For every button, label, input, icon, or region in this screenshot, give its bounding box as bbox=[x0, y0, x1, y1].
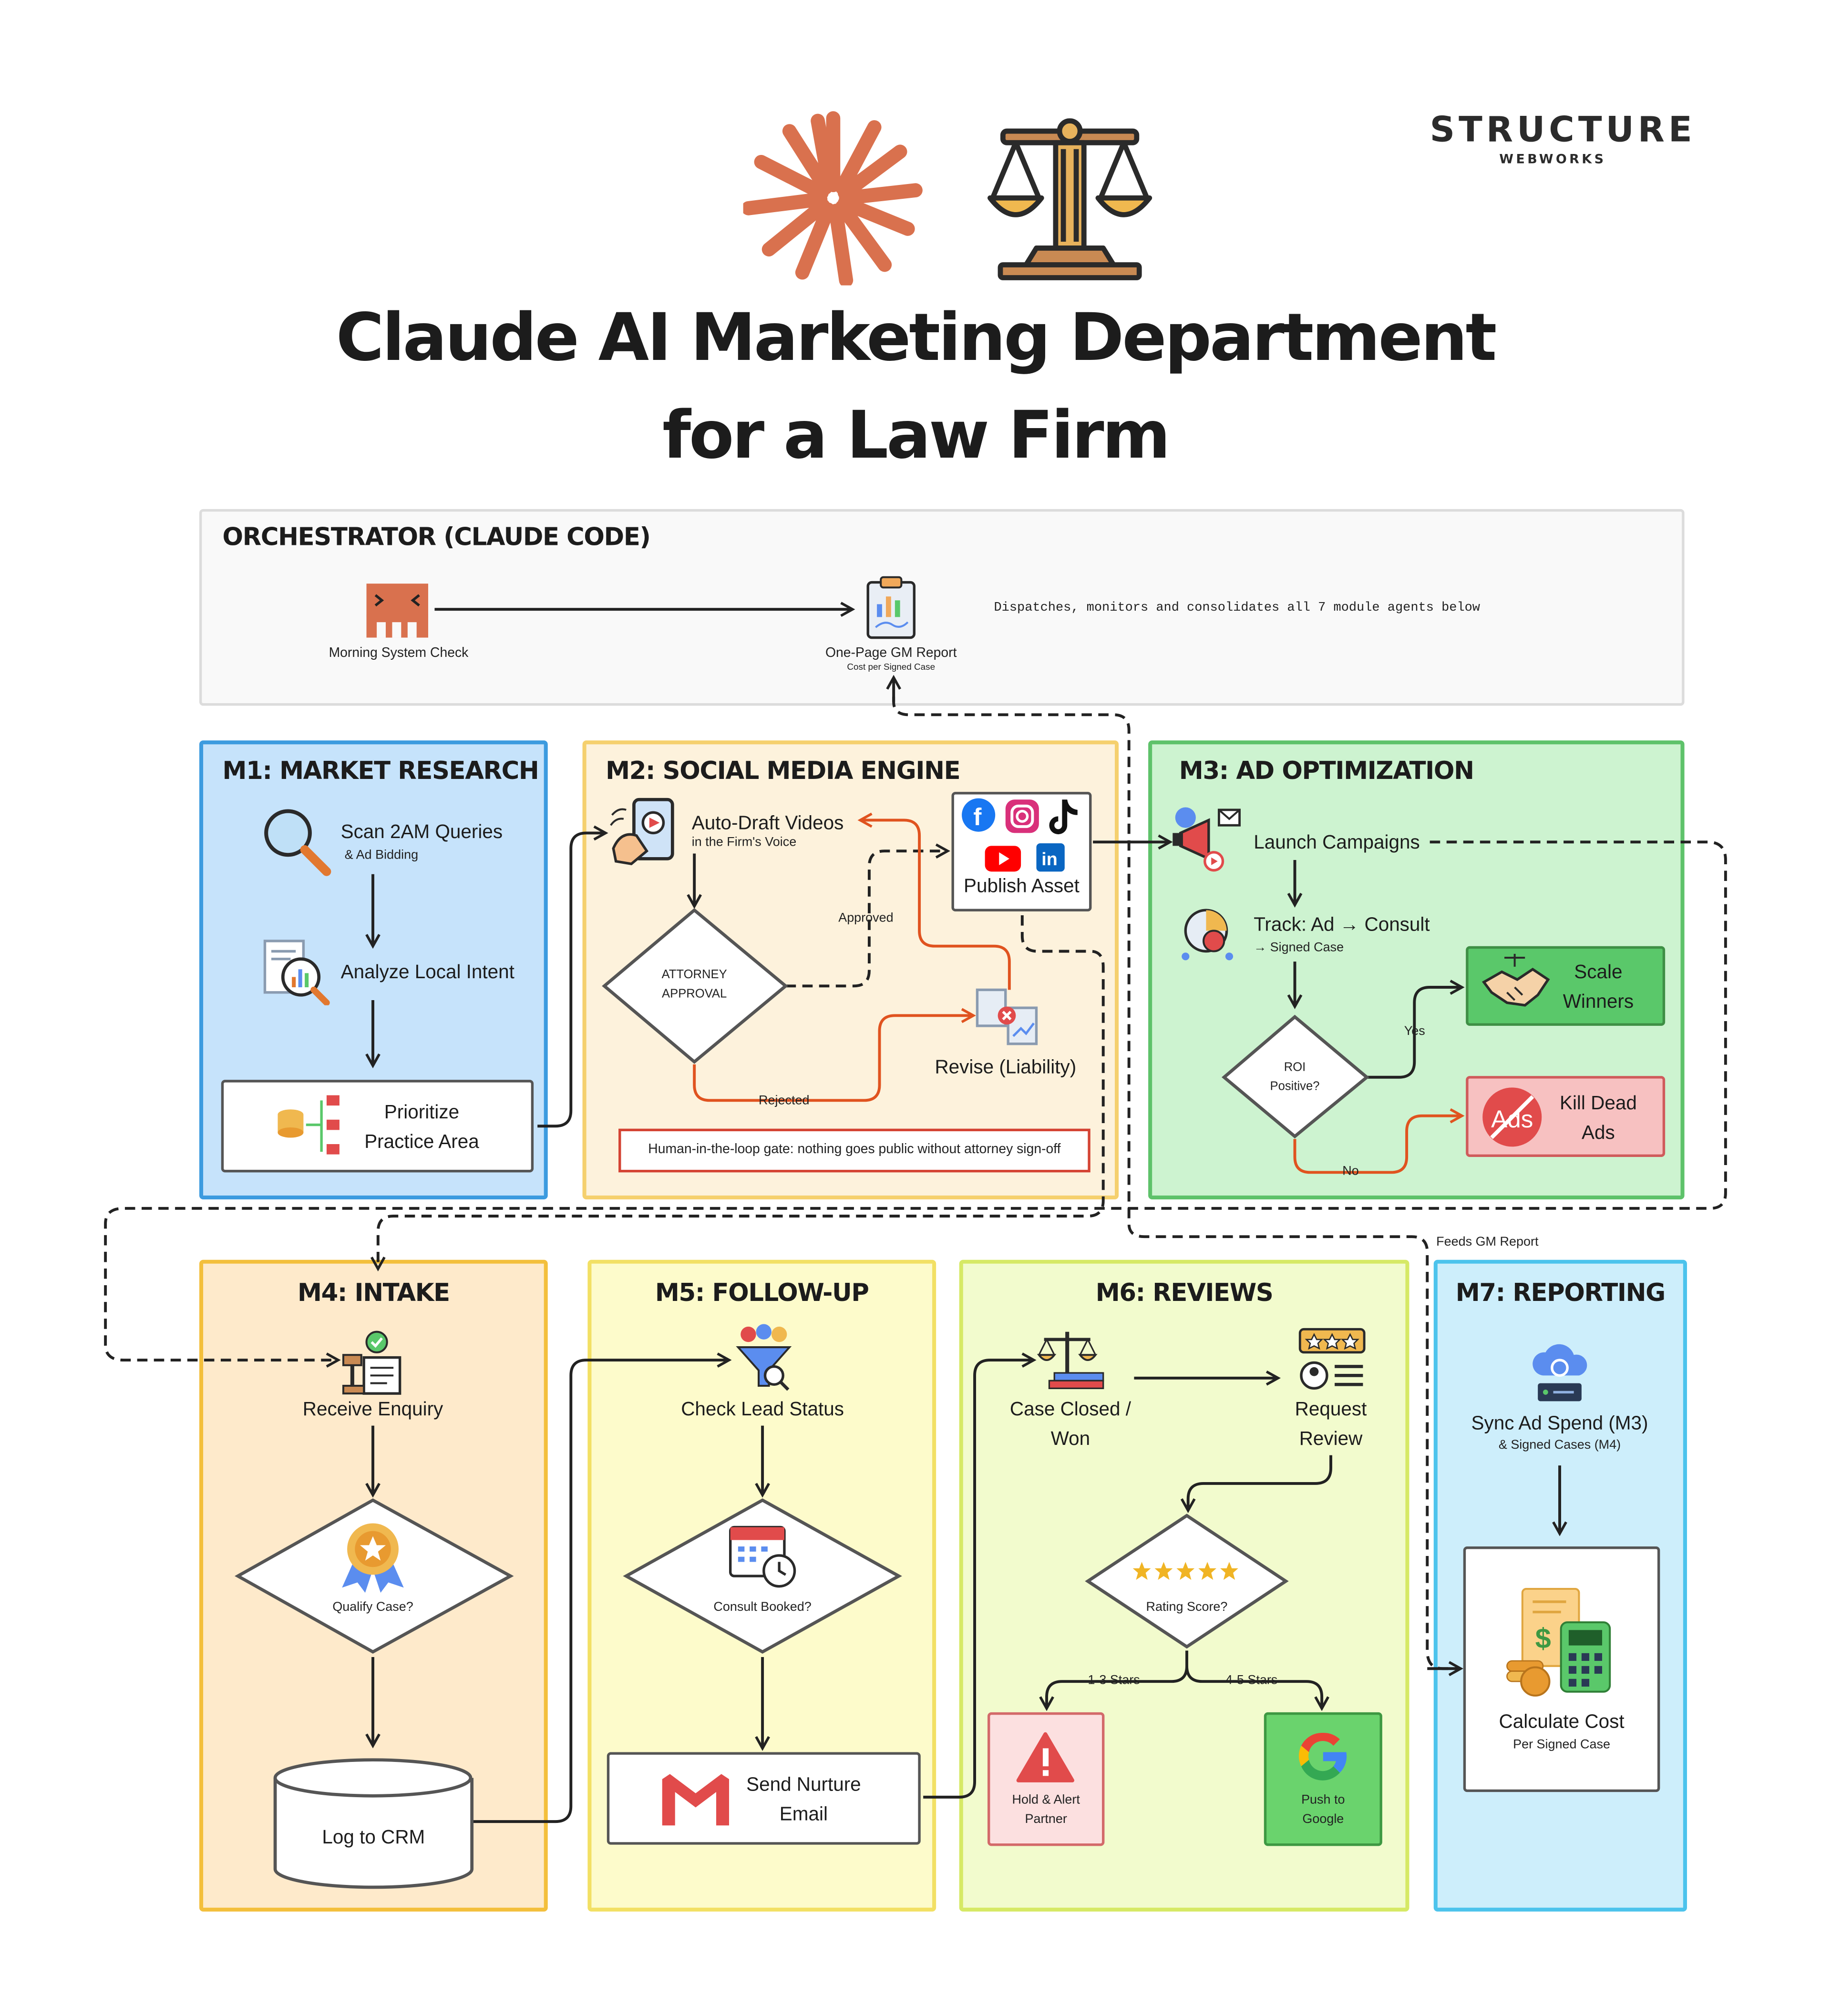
calculator-invoice-icon: $ bbox=[1506, 1588, 1611, 1697]
megaphone-icon bbox=[1173, 807, 1241, 872]
calendar-clock-icon bbox=[729, 1525, 796, 1588]
prioritize-label-1: Prioritize bbox=[384, 1102, 460, 1124]
scan-queries-label: Scan 2AM Queries bbox=[340, 821, 503, 843]
svg-text:$: $ bbox=[1535, 1622, 1551, 1654]
request-review-label-1: Request bbox=[1295, 1398, 1367, 1421]
qualify-label: Qualify Case? bbox=[332, 1600, 413, 1615]
prioritize-box bbox=[221, 1080, 534, 1173]
funnel-search-icon bbox=[736, 1324, 792, 1391]
sync-ad-spend-label: Sync Ad Spend (M3) bbox=[1471, 1412, 1648, 1435]
hold-alert-label-2: Partner bbox=[1025, 1812, 1067, 1827]
analytics-doc-icon bbox=[263, 940, 330, 1005]
gavel-document-icon bbox=[342, 1330, 401, 1395]
svg-text:f: f bbox=[973, 803, 982, 830]
push-google-label-1: Push to bbox=[1301, 1793, 1345, 1808]
claude-starburst-icon bbox=[743, 111, 923, 286]
robot-building-icon bbox=[366, 583, 428, 638]
google-icon bbox=[1298, 1733, 1347, 1781]
sync-ad-spend-sub: & Signed Cases (M4) bbox=[1498, 1438, 1621, 1453]
case-closed-label-2: Won bbox=[1050, 1428, 1090, 1450]
attorney-label-1: ATTORNEY bbox=[661, 968, 727, 982]
video-phone-icon bbox=[610, 798, 674, 865]
feeds-gm-label: Feeds GM Report bbox=[1436, 1235, 1539, 1250]
brand-logo: STRUCTURE bbox=[1430, 110, 1696, 151]
yes-label: Yes bbox=[1404, 1024, 1425, 1039]
brand-logo-sub: WEBWORKS bbox=[1499, 153, 1606, 167]
warning-icon bbox=[1016, 1732, 1075, 1782]
human-in-loop-gate: Human-in-the-loop gate: nothing goes pub… bbox=[618, 1128, 1090, 1173]
rejected-label: Rejected bbox=[759, 1094, 810, 1108]
analytics-target-icon bbox=[1182, 909, 1234, 961]
orchestrator-title: ORCHESTRATOR (CLAUDE CODE) bbox=[222, 523, 651, 552]
send-nurture-box bbox=[607, 1752, 921, 1845]
m2-title: M2: SOCIAL MEDIA ENGINE bbox=[606, 757, 961, 786]
auto-draft-sub: in the Firm's Voice bbox=[691, 835, 797, 850]
clipboard-report-icon bbox=[866, 576, 916, 639]
award-badge-icon bbox=[342, 1523, 404, 1593]
track-label: Track: Ad → Consult bbox=[1254, 914, 1430, 936]
high-stars-label: 4-5 Stars bbox=[1225, 1674, 1278, 1688]
svg-text:in: in bbox=[1041, 849, 1058, 869]
kill-label-1: Kill Dead bbox=[1559, 1093, 1637, 1115]
m7-title: M7: REPORTING bbox=[1455, 1279, 1666, 1308]
m3-title: M3: AD OPTIMIZATION bbox=[1179, 757, 1474, 786]
magnifier-icon bbox=[264, 809, 331, 876]
revise-label: Revise (Liability) bbox=[935, 1056, 1077, 1079]
calculate-cost-sub: Per Signed Case bbox=[1513, 1738, 1610, 1752]
m6-title: M6: REVIEWS bbox=[1095, 1279, 1274, 1308]
review-profile-icon bbox=[1298, 1328, 1366, 1390]
five-stars-icon bbox=[1132, 1562, 1238, 1580]
orchestrator-note: Dispatches, monitors and consolidates al… bbox=[994, 602, 1480, 616]
prioritize-label-2: Practice Area bbox=[364, 1131, 479, 1153]
nurture-label-1: Send Nurture bbox=[746, 1774, 861, 1796]
scale-label-1: Scale bbox=[1574, 962, 1623, 983]
roi-label-2: Positive? bbox=[1270, 1080, 1320, 1094]
no-label: No bbox=[1342, 1165, 1359, 1179]
social-icons: f in bbox=[962, 798, 1078, 872]
approved-label: Approved bbox=[838, 911, 894, 926]
push-google-label-2: Google bbox=[1302, 1812, 1344, 1827]
analyze-intent-label: Analyze Local Intent bbox=[340, 962, 514, 983]
page-title: Claude AI Marketing Department bbox=[336, 301, 1497, 377]
revise-doc-icon bbox=[976, 988, 1038, 1045]
m5-title: M5: FOLLOW-UP bbox=[655, 1279, 869, 1308]
gm-report-label: One-Page GM Report bbox=[825, 645, 957, 661]
scales-books-icon bbox=[1037, 1331, 1104, 1389]
calculate-cost-label: Calculate Cost bbox=[1499, 1711, 1625, 1733]
low-stars-label: 1-3 Stars bbox=[1088, 1674, 1140, 1688]
case-closed-label-1: Case Closed / bbox=[1009, 1398, 1131, 1421]
gmail-icon bbox=[662, 1774, 729, 1826]
nurture-label-2: Email bbox=[779, 1803, 828, 1826]
m1-title: M1: MARKET RESEARCH bbox=[222, 757, 539, 786]
receive-enquiry-label: Receive Enquiry bbox=[302, 1398, 443, 1421]
page-subtitle: for a Law Firm bbox=[662, 398, 1171, 475]
hierarchy-icon bbox=[278, 1095, 339, 1155]
crm-label: Log to CRM bbox=[322, 1826, 425, 1849]
request-review-label-2: Review bbox=[1299, 1428, 1363, 1450]
gm-report-sub: Cost per Signed Case bbox=[847, 663, 936, 673]
track-sub: → Signed Case bbox=[1254, 941, 1344, 955]
kill-label-2: Ads bbox=[1582, 1122, 1615, 1145]
launch-campaigns-label: Launch Campaigns bbox=[1254, 831, 1420, 854]
consult-label: Consult Booked? bbox=[713, 1600, 812, 1615]
rating-label: Rating Score? bbox=[1146, 1600, 1228, 1615]
auto-draft-label: Auto-Draft Videos bbox=[691, 812, 844, 835]
handshake-icon bbox=[1481, 953, 1550, 1007]
scales-of-justice-icon bbox=[988, 118, 1152, 280]
cloud-server-icon bbox=[1533, 1344, 1587, 1402]
scale-label-2: Winners bbox=[1563, 991, 1634, 1013]
check-lead-label: Check Lead Status bbox=[681, 1398, 844, 1421]
orchestrator-panel bbox=[199, 509, 1685, 706]
morning-check-label: Morning System Check bbox=[329, 645, 469, 661]
m4-title: M4: INTAKE bbox=[297, 1279, 450, 1308]
calculate-cost-box bbox=[1463, 1546, 1660, 1792]
no-ads-icon: Ads bbox=[1482, 1087, 1542, 1147]
roi-label-1: ROI bbox=[1284, 1060, 1306, 1075]
publish-asset-label: Publish Asset bbox=[964, 875, 1080, 898]
attorney-label-2: APPROVAL bbox=[662, 987, 727, 1002]
scan-queries-sub: & Ad Bidding bbox=[344, 848, 419, 863]
hold-alert-label-1: Hold & Alert bbox=[1012, 1793, 1080, 1808]
